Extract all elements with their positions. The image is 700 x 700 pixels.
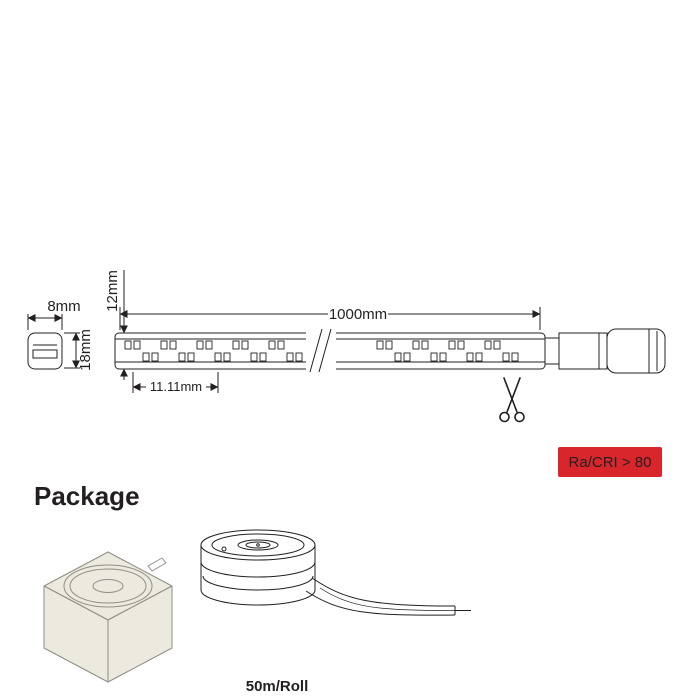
led-chips bbox=[124, 340, 519, 362]
strip-break-mark bbox=[306, 328, 336, 373]
dimension-1000mm bbox=[119, 307, 541, 330]
reel-drum bbox=[200, 545, 316, 606]
reel-layer-line bbox=[202, 575, 314, 591]
reel-flange-hole bbox=[221, 546, 227, 552]
box-coil-outer bbox=[63, 564, 153, 608]
cri-badge: Ra/CRI > 80 bbox=[558, 447, 662, 477]
reel-tail-bottom-edge bbox=[305, 590, 456, 616]
box-coil-middle bbox=[69, 568, 147, 604]
label-1000mm: 1000mm bbox=[329, 306, 387, 323]
reel-hub-center bbox=[256, 543, 260, 547]
dimension-8mm bbox=[27, 314, 63, 330]
box-coil-inner bbox=[92, 579, 124, 593]
label-8mm: 8mm bbox=[47, 298, 80, 315]
box-strip-tail bbox=[147, 557, 167, 572]
reel-illustration bbox=[200, 529, 471, 616]
scissors-icon bbox=[499, 377, 525, 423]
box-right-face bbox=[107, 585, 173, 683]
dimension-11-11mm bbox=[132, 372, 219, 394]
package-section-title: Package bbox=[34, 481, 140, 511]
reel-tail-mid-line bbox=[319, 587, 456, 611]
reel-tail-top-edge bbox=[311, 577, 456, 607]
label-11-11mm: 11.11mm bbox=[150, 379, 202, 394]
roll-length-label: 50m/Roll bbox=[246, 678, 309, 695]
label-18mm: 18mm bbox=[77, 329, 94, 371]
end-cap bbox=[544, 328, 666, 374]
cri-badge-background bbox=[558, 447, 662, 477]
carton-box-illustration bbox=[43, 551, 173, 683]
reel-hub bbox=[245, 541, 271, 549]
reel-coil-ring-outer bbox=[211, 533, 305, 557]
reel-top-flange bbox=[200, 529, 316, 561]
reel-coil-ring-mid bbox=[237, 539, 279, 551]
dimension-18mm bbox=[64, 332, 80, 369]
strip-technical-drawing bbox=[27, 270, 666, 423]
label-12mm: 12mm bbox=[104, 270, 121, 312]
reel-flange-rim bbox=[200, 561, 316, 578]
cri-badge-label: Ra/CRI > 80 bbox=[569, 454, 652, 471]
cross-section-view bbox=[27, 332, 63, 370]
